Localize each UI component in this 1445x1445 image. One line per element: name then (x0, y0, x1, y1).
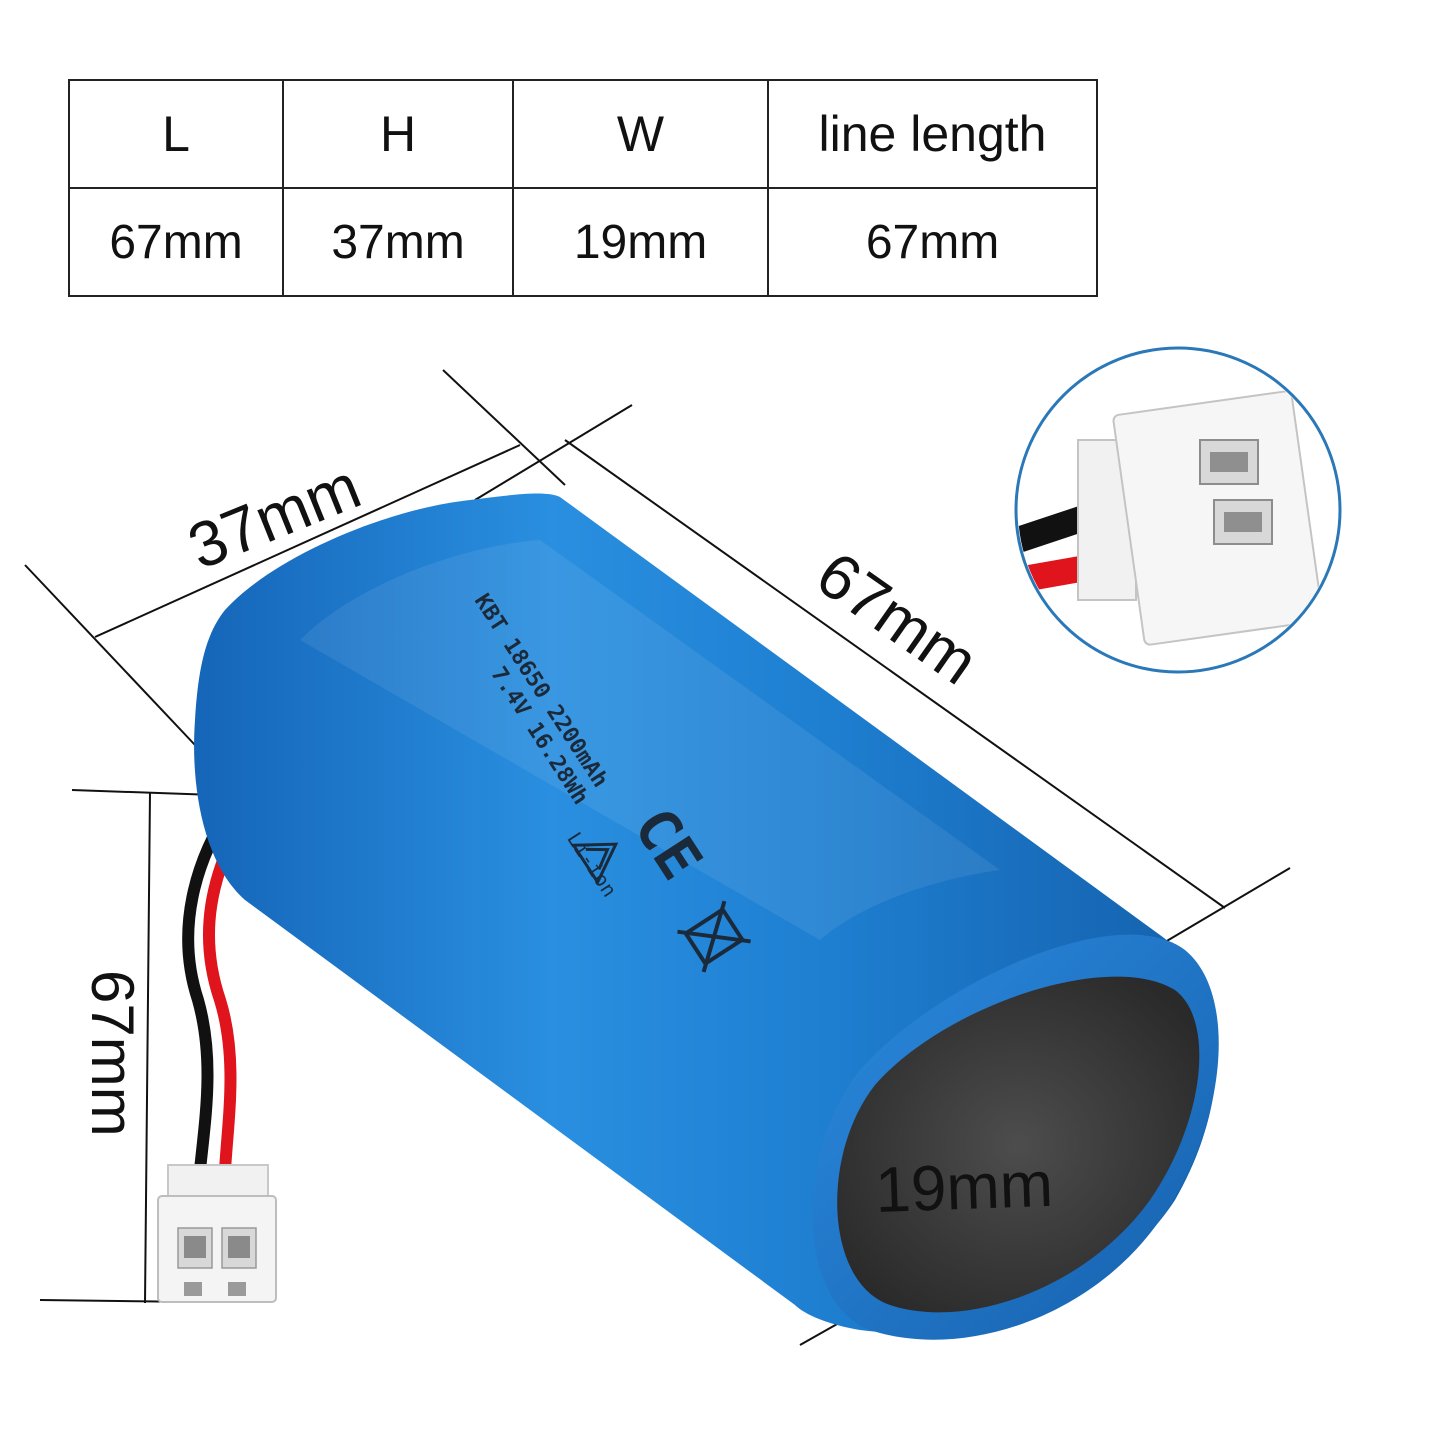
battery-end-cap (837, 976, 1200, 1313)
dim-label-19mm: 19mm (874, 1148, 1054, 1226)
dim-label-67mm-wire: 67mm (79, 970, 146, 1137)
recycle-icon (570, 842, 619, 886)
value-l: 67mm (68, 187, 284, 297)
dim-wire-line (144, 791, 151, 1304)
header-h: H (282, 79, 514, 189)
dim-label-67mm-length: 67mm (804, 537, 991, 698)
dim-37-line (94, 444, 521, 638)
black-wire (182, 799, 238, 1176)
value-w: 19mm (512, 187, 769, 297)
spec-value-row: 67mm 37mm 19mm 67mm (68, 187, 1098, 297)
header-w: W (512, 79, 769, 189)
bin-icon (677, 900, 751, 973)
dim-67-ext-top (474, 404, 633, 501)
value-line-length: 67mm (767, 187, 1098, 297)
spec-header-row: L H W line length (68, 79, 1098, 189)
bottom-connector (157, 1164, 277, 1303)
dim-wire-ext-top (71, 789, 216, 796)
battery-pack: KBT 18650 2200mAh 7.4V 16.28Wh Li-ion CE (194, 493, 1219, 1340)
spec-table: L H W line length 67mm 37mm 19mm 67mm (68, 79, 1098, 297)
value-h: 37mm (282, 187, 514, 297)
dim-37-ext-right (442, 369, 566, 486)
header-line-length: line length (767, 79, 1098, 189)
battery-highlight (300, 540, 1000, 940)
dim-67-line (564, 439, 1226, 909)
dim-67-ext-bottom (1159, 867, 1291, 946)
header-l: L (68, 79, 284, 189)
dim-37-ext-left (24, 564, 196, 746)
connector-inset (1014, 346, 1342, 674)
